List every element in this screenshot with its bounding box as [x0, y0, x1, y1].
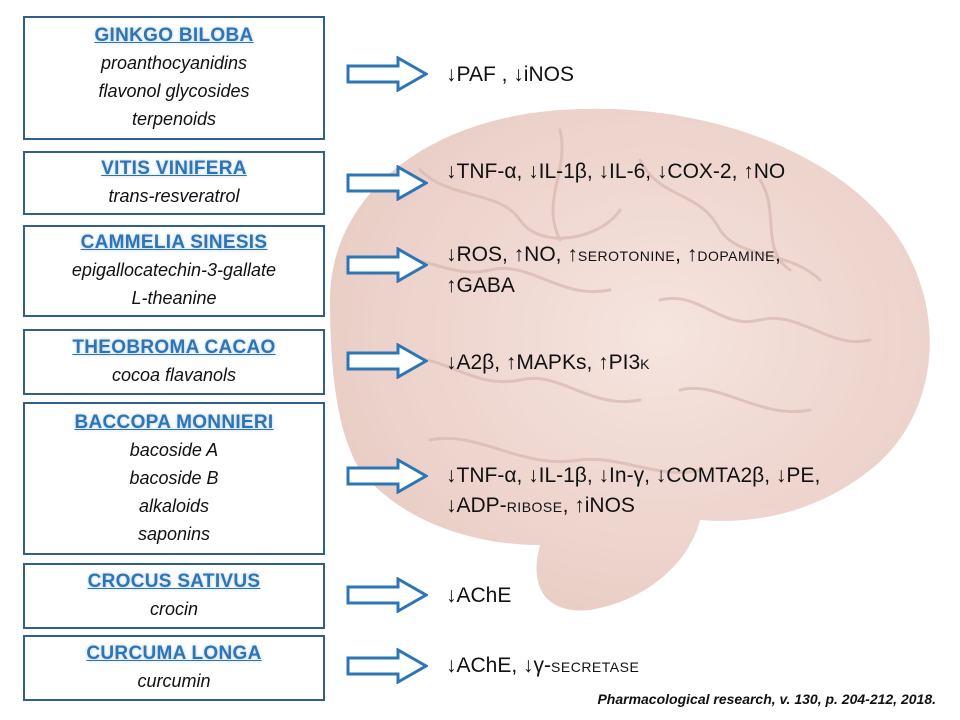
citation: Pharmacological research, v. 130, p. 204… — [597, 691, 936, 707]
effect-smallcaps-text: SEROTONINE — [577, 248, 676, 264]
plant-name: GINKGO BILOBA — [94, 25, 254, 46]
block-right-arrow-icon — [346, 648, 428, 684]
compound-label: terpenoids — [131, 109, 217, 129]
effect-line: ↓TNF-α, ↓IL-1β, ↓IL-6, ↓COX-2, ↑NO — [446, 157, 785, 187]
effects-vitis-vinifera: ↓TNF-α, ↓IL-1β, ↓IL-6, ↓COX-2, ↑NO — [446, 157, 785, 187]
plant-box-vitis-vinifera: VITIS VINIFERA trans-resveratrol — [23, 151, 325, 215]
plant-box-crocus-sativus: CROCUS SATIVUS crocin — [23, 563, 325, 629]
plant-box-curcuma-longa: CURCUMA LONGA curcumin — [23, 635, 325, 701]
effect-text: ↓AChE, ↓γ- — [446, 654, 552, 677]
effect-text: ↓ROS, ↑NO, ↑ — [446, 243, 578, 266]
effect-text: ↓A2β, ↑MAPKs, ↑PI3 — [446, 351, 641, 374]
plant-box-ginkgo-biloba: GINKGO BILOBA proanthocyanidins flavonol g… — [23, 16, 325, 140]
block-right-arrow-icon — [346, 343, 428, 379]
plant-box-baccopa-monnieri: BACCOPA MONNIERI bacoside A bacoside B alka… — [23, 402, 325, 555]
block-right-arrow-icon — [346, 247, 428, 283]
effects-ginkgo-biloba: ↓PAF , ↓iNOS — [446, 60, 574, 90]
effect-text: ↑GABA — [446, 274, 515, 297]
effects-theobroma-cacao: ↓A2β, ↑MAPKs, ↑PI3K — [446, 348, 650, 379]
block-right-arrow-icon — [346, 458, 428, 494]
compound-label: trans-resveratrol — [108, 186, 240, 206]
plant-name: BACCOPA MONNIERI — [74, 411, 274, 433]
effect-text: ↓ADP- — [446, 494, 507, 517]
plant-box-theobroma-cacao: THEOBROMA CACAO cocoa flavanols — [23, 329, 325, 395]
effect-text: ↓TNF-α, ↓IL-1β, ↓In-γ, ↓COMTA2β, ↓PE, — [446, 464, 821, 487]
effect-text: ↓PAF , ↓iNOS — [446, 63, 574, 86]
plant-box-cammelia-sinesis: CAMMELIA SINESIS epigallocatechin-3-galla… — [23, 225, 325, 317]
compound-label: crocin — [149, 599, 198, 619]
effect-smallcaps-text: K — [640, 356, 650, 372]
effect-smallcaps-text: SECRETASE — [551, 659, 640, 675]
block-right-arrow-icon — [346, 56, 428, 92]
compound-label: curcumin — [137, 671, 211, 691]
effect-line: ↓PAF , ↓iNOS — [446, 60, 574, 90]
compound-label: saponins — [137, 523, 211, 544]
plant-name: CROCUS SATIVUS — [87, 571, 261, 592]
compound-label: bacoside A — [129, 439, 219, 460]
effects-baccopa-monnieri: ↓TNF-α, ↓IL-1β, ↓In-γ, ↓COMTA2β, ↓PE, ↓AD… — [446, 461, 820, 522]
plant-name: VITIS VINIFERA — [101, 158, 247, 179]
effect-line: ↓TNF-α, ↓IL-1β, ↓In-γ, ↓COMTA2β, ↓PE, — [446, 461, 820, 491]
effects-crocus-sativus: ↓AChE — [446, 581, 511, 611]
effect-text: , ↑ — [675, 243, 698, 266]
effect-line: ↓ADP-RIBOSE, ↑iNOS — [446, 491, 820, 522]
effect-line: ↑GABA — [446, 271, 781, 301]
effect-line: ↓AChE, ↓γ-SECRETASE — [446, 651, 639, 682]
block-right-arrow-icon — [346, 577, 428, 613]
effects-curcuma-longa: ↓AChE, ↓γ-SECRETASE — [446, 651, 639, 682]
block-right-arrow-icon — [346, 165, 428, 201]
effect-text: ↓TNF-α, ↓IL-1β, ↓IL-6, ↓COX-2, ↑NO — [446, 160, 786, 183]
effect-line: ↓AChE — [446, 581, 511, 611]
compound-label: alkaloids — [138, 495, 210, 516]
effect-text: , ↑iNOS — [562, 494, 635, 517]
effect-line: ↓ROS, ↑NO, ↑SEROTONINE, ↑DOPAMINE, — [446, 240, 781, 271]
plant-name: CURCUMA LONGA — [86, 643, 262, 664]
compound-label: proanthocyanidins — [100, 53, 248, 73]
plant-name: CAMMELIA SINESIS — [80, 232, 268, 253]
compound-label: flavonol glycosides — [98, 81, 250, 101]
effect-line: ↓A2β, ↑MAPKs, ↑PI3K — [446, 348, 650, 379]
effect-smallcaps-text: RIBOSE — [506, 499, 563, 515]
compound-label: epigallocatechin-3-gallate — [71, 260, 277, 280]
plant-name: THEOBROMA CACAO — [72, 337, 276, 358]
compound-label: bacoside B — [129, 467, 219, 488]
compound-label: L-theanine — [131, 288, 217, 308]
effect-smallcaps-text: DOPAMINE — [697, 248, 775, 264]
compound-label: cocoa flavanols — [111, 365, 237, 385]
effects-cammelia-sinesis: ↓ROS, ↑NO, ↑SEROTONINE, ↑DOPAMINE, ↑GABA — [446, 240, 781, 301]
effect-text: ↓AChE — [446, 584, 512, 607]
effect-text: , — [774, 243, 781, 266]
